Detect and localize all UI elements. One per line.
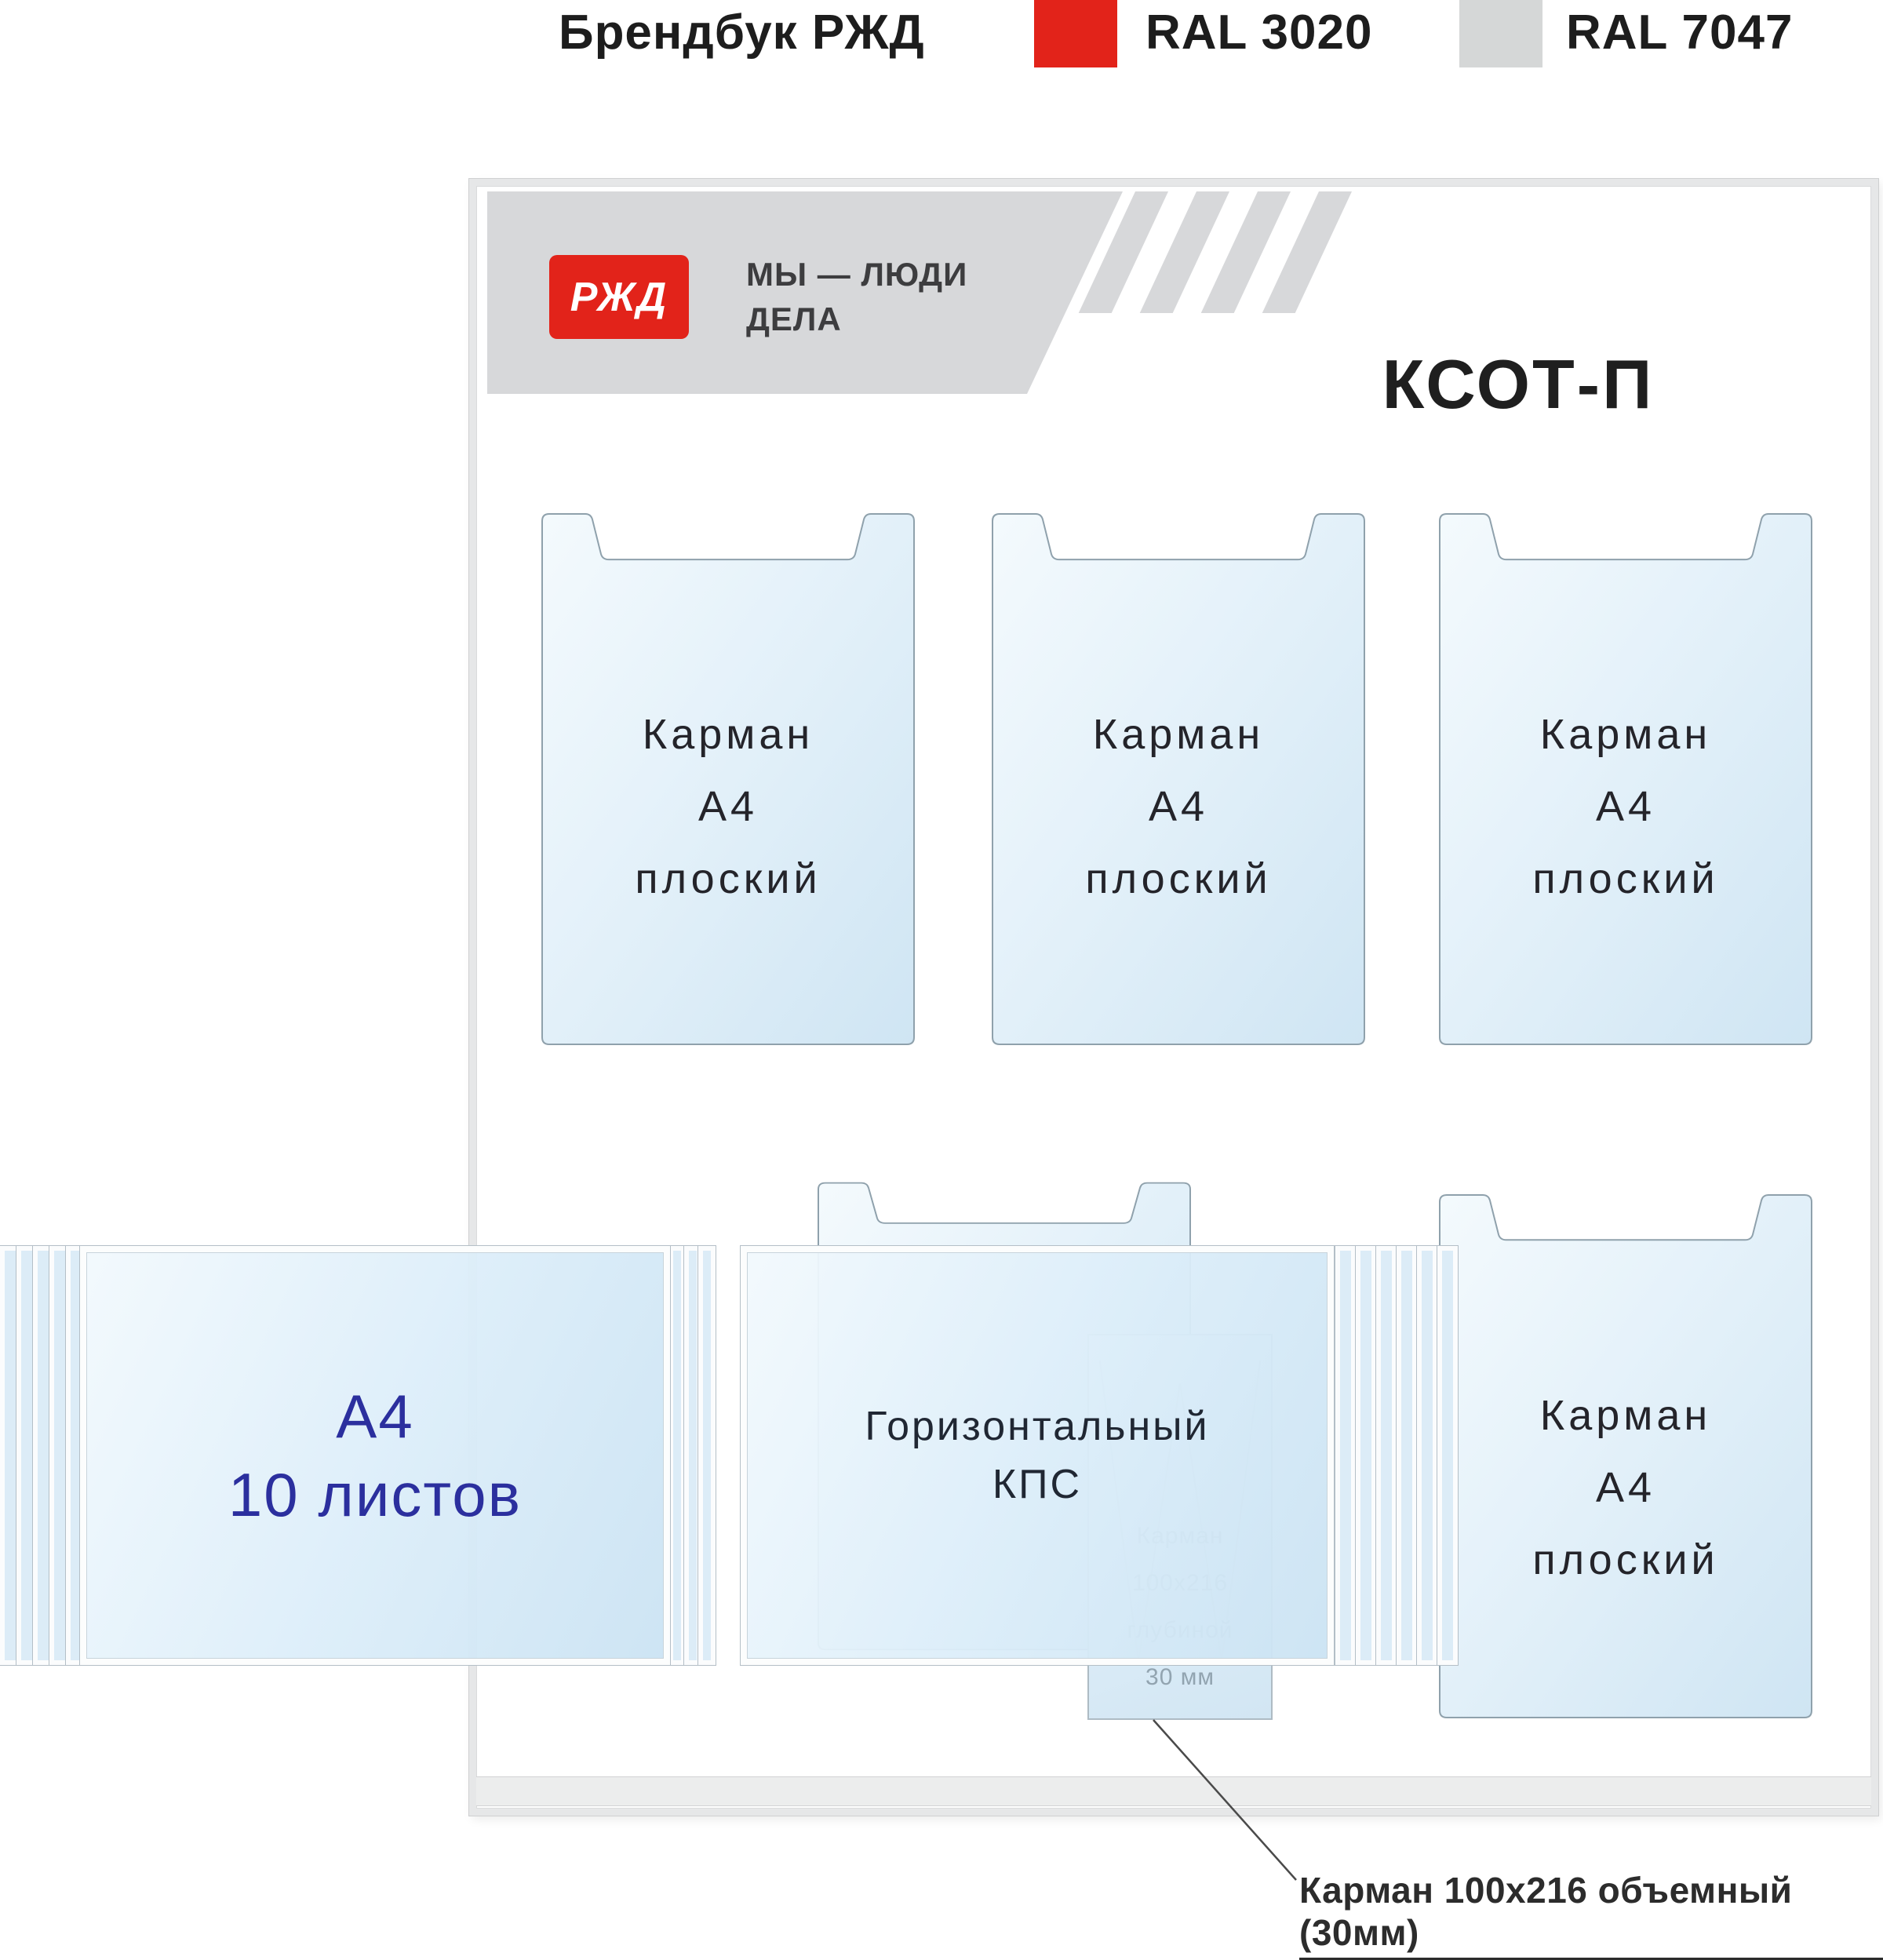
- pocket-a4-1: Карман А4 плоский: [540, 512, 916, 1047]
- ral-3020-swatch: [1034, 0, 1117, 67]
- pocket-label-line1: Карман: [1092, 711, 1265, 758]
- sheet-edge: [1417, 1246, 1437, 1665]
- pocket-label-line2: А4: [1148, 783, 1209, 830]
- pocket-label-line3: плоский: [635, 855, 821, 902]
- pocket-shape: [541, 513, 915, 1045]
- pocket-shape: [1439, 513, 1812, 1045]
- flip-a4-line2: 10 листов: [228, 1460, 523, 1529]
- pocket-label: Карман А4 плоский: [1437, 1379, 1814, 1596]
- pocket-label-line2: А4: [1595, 1464, 1656, 1511]
- ral-7047-label: RAL 7047: [1566, 5, 1794, 60]
- pocket-label-line2: А4: [697, 783, 759, 830]
- pocket-label-line1: Карман: [642, 711, 814, 758]
- page-title: Брендбук РЖД: [559, 5, 925, 60]
- pocket-label-line1: Карман: [1539, 1392, 1712, 1439]
- pocket-shape: [992, 513, 1365, 1045]
- pocket-label: Карман А4 плоский: [990, 698, 1367, 915]
- flip-kps-label: Горизонтальный КПС: [865, 1397, 1209, 1514]
- flip-a4-label: А4 10 листов: [228, 1377, 522, 1534]
- sheet-edge: [698, 1246, 716, 1665]
- board-title: КСОТ-П: [1382, 345, 1655, 423]
- sheet-edge: [1356, 1246, 1376, 1665]
- flip-front-sheet-a4: А4 10 листов: [80, 1246, 670, 1665]
- ral-3020-label: RAL 3020: [1145, 5, 1373, 60]
- flip-kps-line2: КПС: [992, 1462, 1083, 1507]
- flip-front-sheet-kps: Горизонтальный КПС: [741, 1246, 1334, 1665]
- pocket-label: Карман А4 плоский: [1437, 698, 1814, 915]
- pocket-label-line1: Карман: [1539, 711, 1712, 758]
- slogan-line-1: МЫ — ЛЮДИ: [746, 256, 968, 293]
- ral-7047-swatch: [1459, 0, 1542, 67]
- sheet-edge: [1437, 1246, 1458, 1665]
- sheet-edge: [1397, 1246, 1417, 1665]
- pocket-a4-bottom: Карман А4 плоский: [1437, 1193, 1814, 1720]
- flip-stack-kps: Горизонтальный КПС: [730, 1246, 1459, 1665]
- small-pocket-line4: 30 мм: [1145, 1664, 1215, 1690]
- pocket-a4-2: Карман А4 плоский: [990, 512, 1367, 1047]
- pocket-label: Карман А4 плоский: [540, 698, 916, 915]
- flip-stack-a4: А4 10 листов: [0, 1246, 716, 1665]
- sheet-edge: [1335, 1246, 1356, 1665]
- pocket-label-line3: плоский: [1532, 855, 1719, 902]
- sheet-edge: [668, 1246, 686, 1665]
- sheet-edge: [1376, 1246, 1397, 1665]
- rzd-logo: РЖД: [549, 255, 689, 339]
- slogan-line-2: ДЕЛА: [746, 301, 842, 337]
- rzd-logo-text: РЖД: [570, 274, 668, 320]
- pocket-a4-3: Карман А4 плоский: [1437, 512, 1814, 1047]
- callout-label: Карман 100х216 объемный (30мм): [1299, 1869, 1883, 1960]
- flip-kps-line1: Горизонтальный: [865, 1404, 1210, 1449]
- pocket-label-line3: плоский: [1532, 1536, 1719, 1583]
- pocket-label-line2: А4: [1595, 783, 1656, 830]
- board-bottom-profile: [476, 1776, 1871, 1806]
- pocket-label-line3: плоский: [1085, 855, 1272, 902]
- pocket-shape: [1439, 1193, 1812, 1719]
- slogan: МЫ — ЛЮДИ ДЕЛА: [746, 252, 967, 341]
- flip-a4-line1: А4: [336, 1382, 414, 1451]
